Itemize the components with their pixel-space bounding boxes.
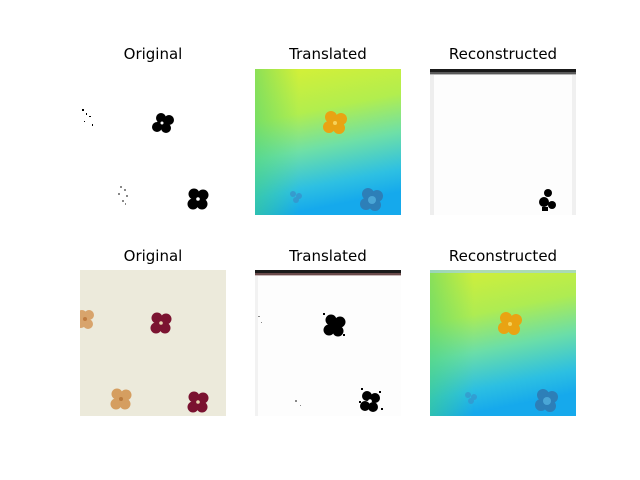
panel-title-translated-1: Translated xyxy=(289,45,367,63)
flower-tan-left xyxy=(80,310,94,329)
flower-mark-faint xyxy=(118,186,128,205)
panel-title-reconstructed-1: Reconstructed xyxy=(448,45,558,63)
flower-mark-bottom xyxy=(187,188,209,210)
dark-top-bar xyxy=(430,69,576,72)
flower-mark-gold xyxy=(323,111,347,134)
flower-mark-blue-right xyxy=(535,389,558,412)
translated-binary-image xyxy=(255,270,401,416)
flower-red-bottom xyxy=(187,391,209,413)
flower-mark-top xyxy=(152,113,174,133)
noise-specks xyxy=(82,109,93,126)
panel-title-original-2: Original xyxy=(123,247,183,265)
original-fabric-image xyxy=(80,270,226,416)
flower-mark-black-bottom xyxy=(359,388,383,412)
translated-gradient-image xyxy=(255,69,401,215)
flower-red-top xyxy=(150,312,172,334)
reconstructed-gradient-image xyxy=(430,270,576,416)
panel-title-original-1: Original xyxy=(123,45,183,63)
noise-specks-left xyxy=(258,316,301,406)
flower-mark-black-top xyxy=(323,313,346,337)
panel-title-reconstructed-2: Reconstructed xyxy=(448,247,558,265)
flower-mark-blue-left xyxy=(465,392,477,404)
flower-tan-bottom xyxy=(110,388,132,410)
dark-top-bar xyxy=(255,270,401,273)
flower-mark-gold xyxy=(498,312,522,335)
reconstructed-white-image xyxy=(430,69,576,215)
flower-mark-blue-right xyxy=(360,188,383,211)
flower-mark-blue-left xyxy=(290,191,302,203)
panel-title-translated-2: Translated xyxy=(289,247,367,265)
flower-mark-black-partial xyxy=(539,189,556,211)
original-binary-image xyxy=(80,69,226,215)
